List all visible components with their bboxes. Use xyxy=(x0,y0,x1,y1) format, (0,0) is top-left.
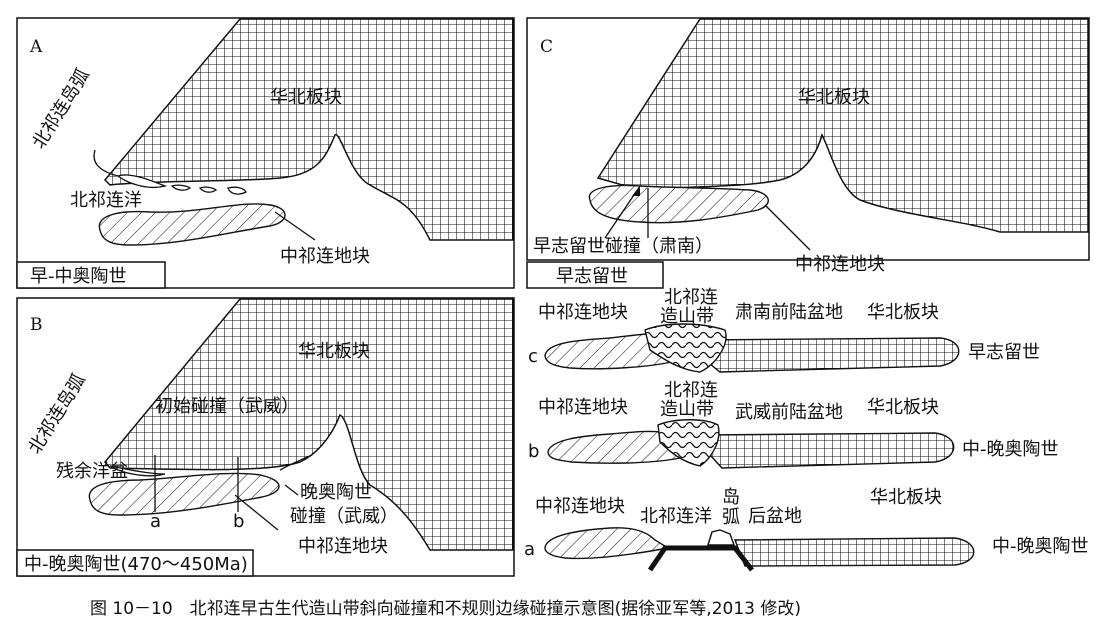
section-b-basin: 武威前陆盆地 xyxy=(735,402,843,423)
section-b-orogen-2: 造山带 xyxy=(660,399,714,420)
section-b-letter: b xyxy=(528,441,539,462)
section-b-block-label: 中祁连地块 xyxy=(538,397,628,418)
panel-b-section-a-label: a xyxy=(150,511,161,532)
panel-a-plate-label: 华北板块 xyxy=(270,87,342,108)
panel-c-block-leader xyxy=(764,204,811,251)
panel-c-collision-label: 早志留世碰撞（肃南） xyxy=(533,236,713,257)
panel-b-block-leader xyxy=(234,494,279,531)
section-b-orogen-1: 北祁连 xyxy=(664,380,718,401)
panel-b-residual-arc xyxy=(109,465,166,477)
panel-b-period: 中-晚奥陶世(470～450Ma) xyxy=(24,554,248,575)
panel-b-central-qilian-block xyxy=(88,472,280,516)
panel-b: B 华北板块 初始碰撞（武威） 北祁连岛弧 残余洋盆 晚奥陶世 碰撞（武威） a… xyxy=(16,297,515,577)
section-a-arc-1: 岛 xyxy=(722,487,740,508)
section-a-north-china xyxy=(733,537,975,567)
section-c-basin: 肃南前陆盆地 xyxy=(735,302,843,323)
panel-a-period: 早-中奥陶世 xyxy=(30,266,127,287)
panel-c-plate-label: 华北板块 xyxy=(798,87,870,108)
section-c-orogen xyxy=(644,323,727,373)
panel-a-ocean-label: 北祁连洋 xyxy=(70,190,142,211)
panel-b-collision-edge xyxy=(279,454,313,471)
section-b-plate: 华北板块 xyxy=(867,397,939,418)
section-a: 中祁连地块 北祁连洋 岛 弧 后盆地 华北板块 a 中-晚奥陶世 xyxy=(524,487,1089,572)
section-c-block-label: 中祁连地块 xyxy=(538,302,628,323)
panel-a-arc-leader xyxy=(93,149,119,177)
section-c: 中祁连地块 北祁连 造山带 肃南前陆盆地 华北板块 c 早志留世 xyxy=(528,287,1040,373)
panel-a-arc-islands xyxy=(116,174,247,195)
panel-c-collision-arrow xyxy=(632,186,640,196)
section-a-plate: 华北板块 xyxy=(870,487,942,508)
section-b: 中祁连地块 北祁连 造山带 武威前陆盆地 华北板块 b 中-晚奥陶世 xyxy=(528,380,1059,469)
section-b-north-china xyxy=(704,432,955,469)
section-a-central-qilian xyxy=(544,527,670,560)
figure-caption: 图 10－10 北祁连早古生代造山带斜向碰撞和不规则边缘碰撞示意图(据徐亚军等,… xyxy=(90,599,801,619)
section-a-block-label: 中祁连地块 xyxy=(535,496,625,517)
panel-c-frame xyxy=(526,17,1090,261)
panel-c: C 华北板块 早志留世碰撞（肃南） 中祁连地块 早志留世 xyxy=(526,17,1090,289)
panel-b-period-box xyxy=(16,549,254,577)
panel-a: A 华北板块 北祁连岛弧 北祁连洋 中祁连地块 早-中奥陶世 xyxy=(16,17,515,289)
panel-a-central-qilian-block xyxy=(98,203,286,246)
panel-a-block-leader xyxy=(274,211,316,241)
panel-c-north-china-plate xyxy=(596,18,1089,233)
panel-a-frame xyxy=(16,17,515,289)
panel-c-central-qilian-block xyxy=(588,184,769,224)
section-a-oceanic-crust xyxy=(647,545,754,572)
section-c-north-china xyxy=(699,337,960,373)
section-c-orogen-1: 北祁连 xyxy=(664,287,718,308)
section-c-plate: 华北板块 xyxy=(867,302,939,323)
panel-a-id: A xyxy=(29,37,43,57)
section-a-letter: a xyxy=(524,539,535,560)
section-a-basin: 后盆地 xyxy=(748,506,802,527)
panel-c-period: 早志留世 xyxy=(556,266,628,287)
panel-b-collision-label: 初始碰撞（武威） xyxy=(155,396,299,417)
section-a-ocean: 北祁连洋 xyxy=(640,506,712,527)
panel-b-block-label: 中祁连地块 xyxy=(298,536,388,557)
section-c-orogen-2: 造山带 xyxy=(660,306,714,327)
panel-b-late-leader xyxy=(284,484,299,496)
panel-c-period-box xyxy=(526,261,664,289)
section-b-period: 中-晚奥陶世 xyxy=(962,439,1059,460)
section-a-island-arc xyxy=(707,529,735,546)
section-c-letter: c xyxy=(528,346,538,367)
panel-b-section-b-label: b xyxy=(233,511,244,532)
section-a-period: 中-晚奥陶世 xyxy=(992,536,1089,557)
panel-b-arc-label: 北祁连岛弧 xyxy=(24,370,90,457)
panel-a-arc-label: 北祁连岛弧 xyxy=(28,65,94,152)
panel-b-late-label-1: 晚奥陶世 xyxy=(300,482,372,503)
panel-a-north-china-plate xyxy=(103,18,514,241)
section-c-period: 早志留世 xyxy=(968,342,1040,363)
panel-b-north-china-plate xyxy=(104,298,514,551)
panel-c-block-label: 中祁连地块 xyxy=(795,254,885,275)
panel-b-late-label-2: 碰撞（武威） xyxy=(290,506,398,527)
panel-b-residual-label: 残余洋盆 xyxy=(56,461,128,482)
section-b-orogen xyxy=(657,419,720,467)
panel-a-block-label: 中祁连地块 xyxy=(280,246,370,267)
panel-a-period-box xyxy=(16,261,166,289)
panel-c-id: C xyxy=(540,37,553,57)
panel-b-plate-label: 华北板块 xyxy=(298,341,370,362)
panel-b-frame xyxy=(16,297,515,577)
panel-b-id: B xyxy=(30,315,43,335)
section-a-arc-2: 弧 xyxy=(722,507,740,528)
